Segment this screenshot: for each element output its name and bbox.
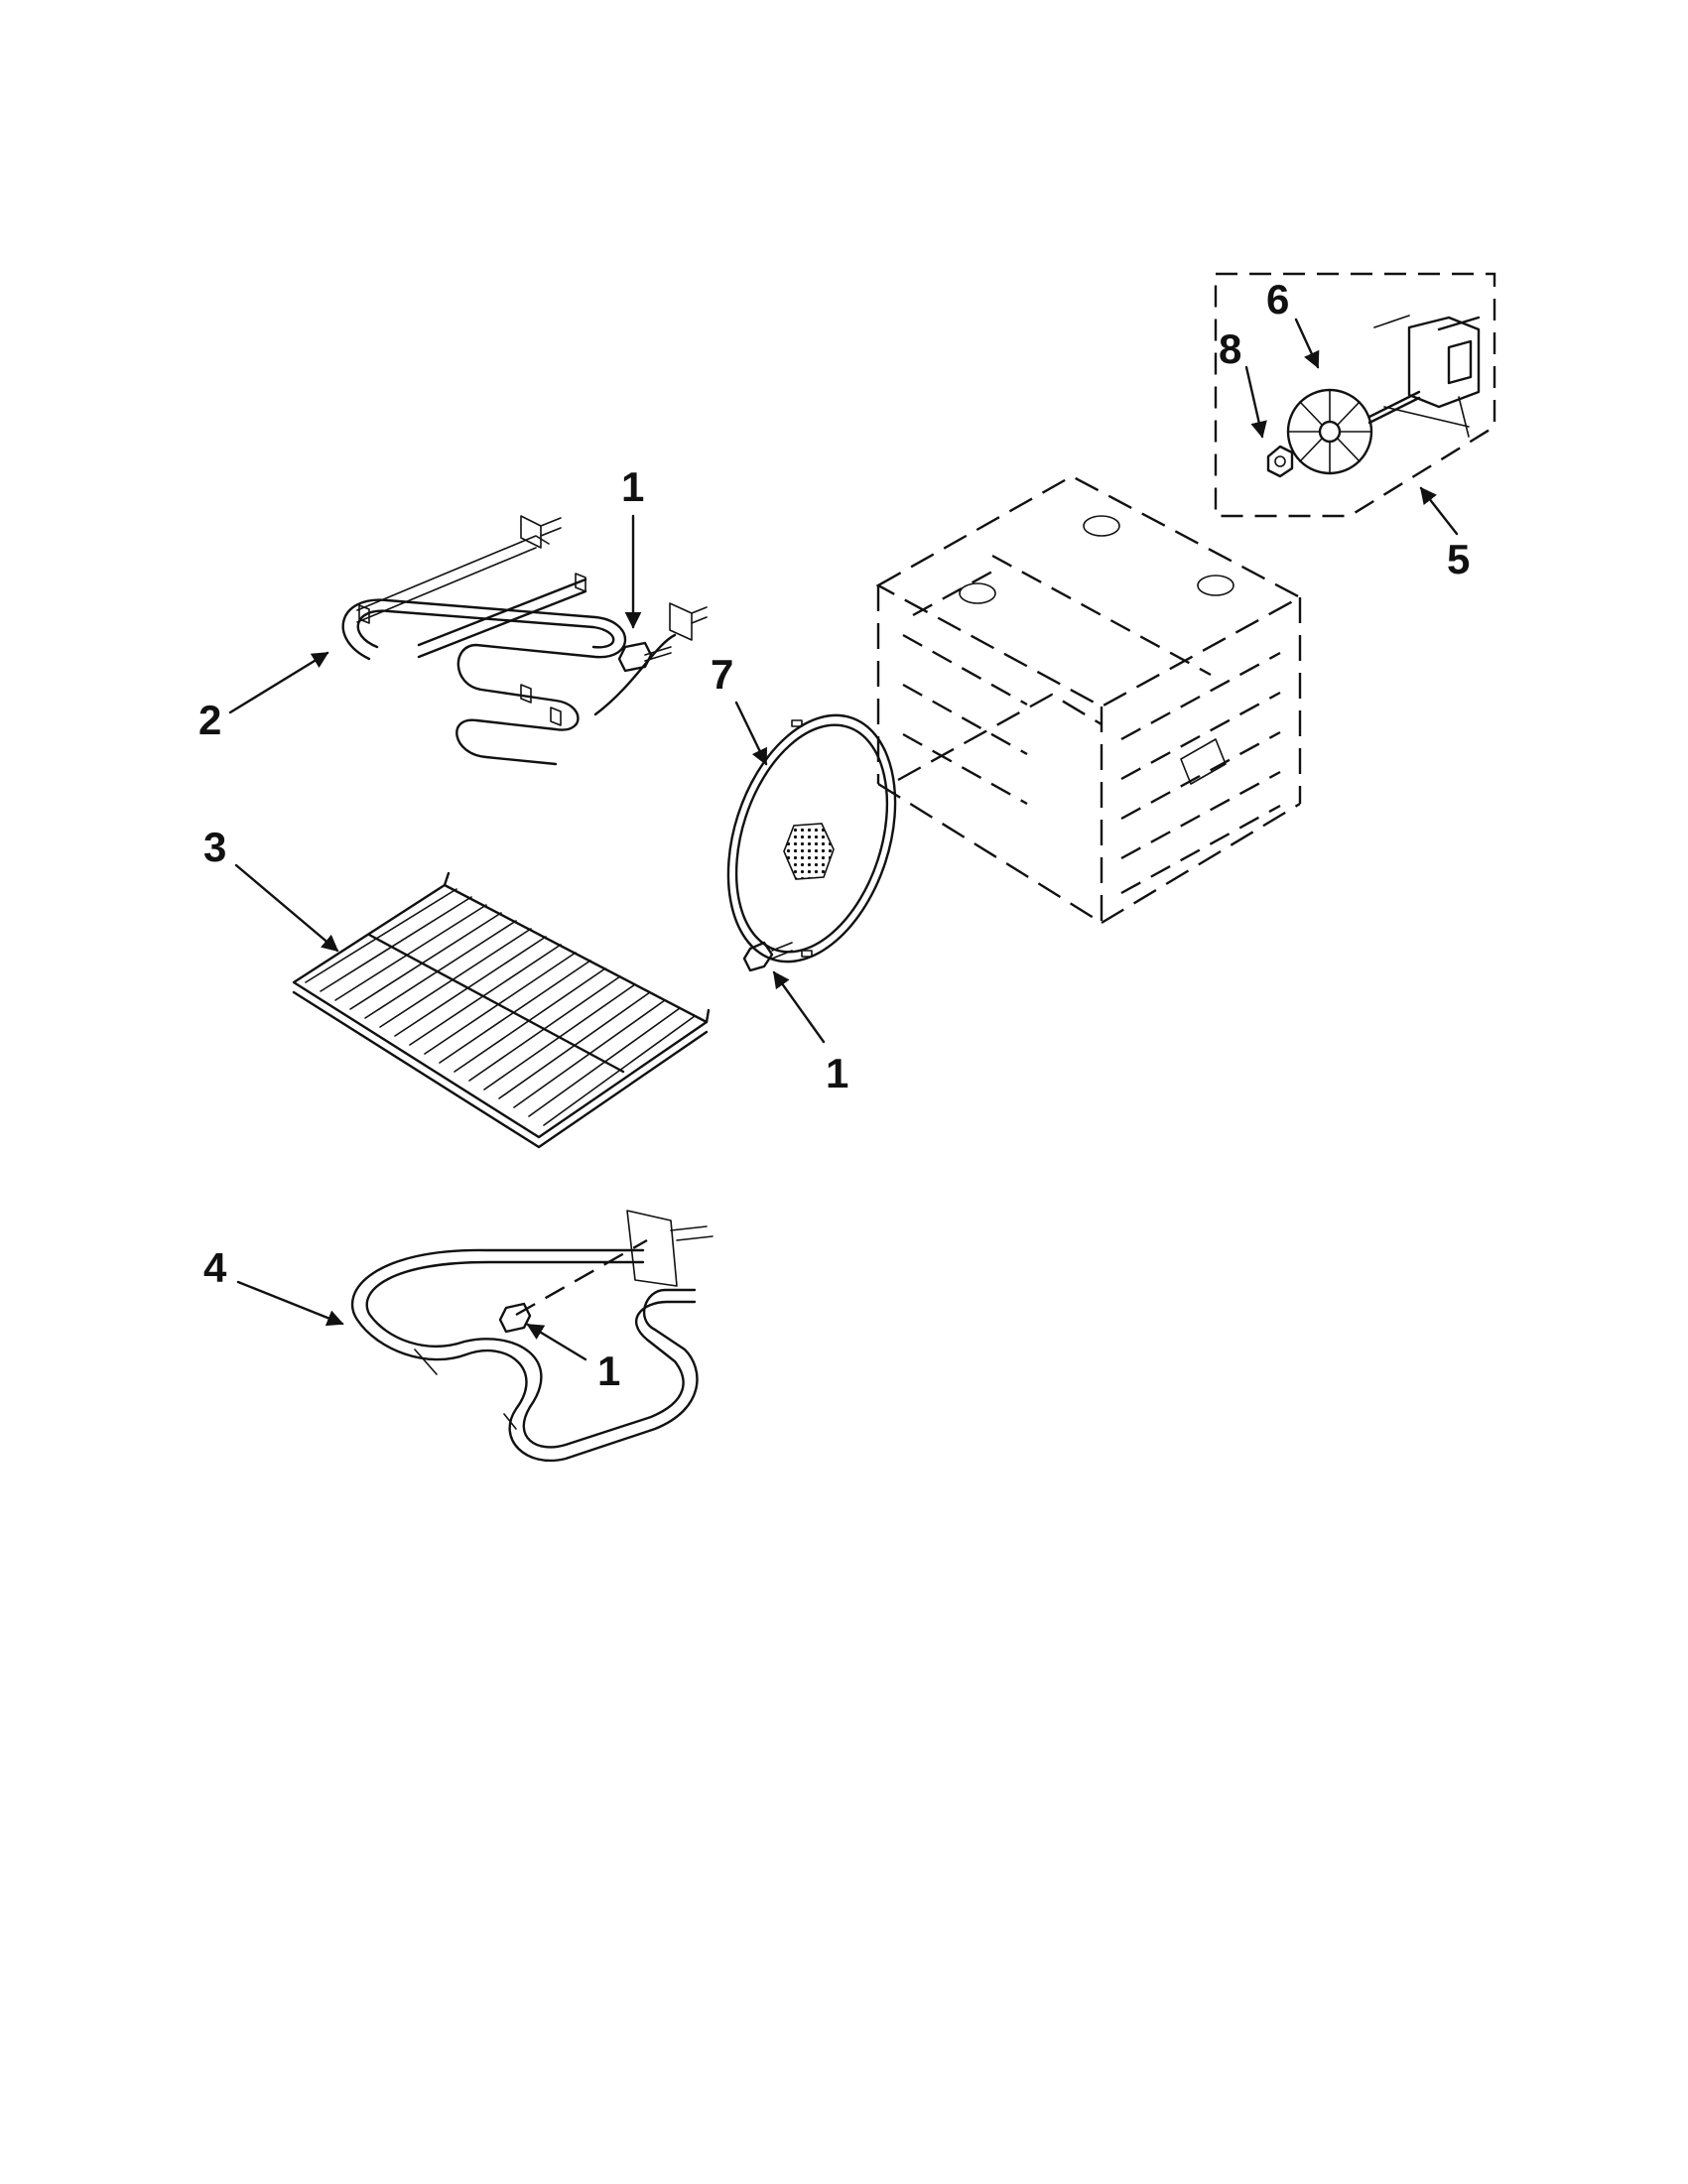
- leader-1-mid: [772, 970, 826, 1044]
- leader-lines: [228, 318, 1459, 1361]
- fan-motor-assembly-group: [1214, 272, 1496, 518]
- leader-5: [1419, 486, 1459, 536]
- callout-1-bottom: 1: [597, 1348, 620, 1394]
- callout-5: 5: [1447, 536, 1470, 582]
- screw-fan-cover: [742, 941, 793, 972]
- bake-element: [351, 1210, 714, 1462]
- fan-motor: [1367, 315, 1481, 438]
- leader-4: [236, 1280, 344, 1327]
- callout-3: 3: [203, 824, 226, 870]
- fan-nut: [1266, 445, 1294, 478]
- oven-rack: [292, 871, 711, 1149]
- fan-blade: [1286, 388, 1373, 475]
- leader-3: [234, 863, 339, 953]
- oven-cavity: [875, 474, 1303, 925]
- leader-1-bottom: [526, 1323, 587, 1361]
- leader-2: [228, 651, 329, 714]
- broil-element: [341, 515, 708, 766]
- leader-8: [1244, 365, 1267, 439]
- callout-labels: 1 2 3 4 1 1 7 5 6 8: [198, 276, 1470, 1394]
- fan-cover: [726, 713, 897, 964]
- leader-6: [1294, 318, 1320, 369]
- screw-top: [617, 641, 672, 673]
- callout-1-top: 1: [621, 463, 644, 510]
- callout-6: 6: [1266, 276, 1289, 322]
- leader-7: [734, 701, 768, 766]
- callout-7: 7: [711, 651, 733, 698]
- callout-4: 4: [203, 1244, 227, 1291]
- callout-2: 2: [198, 697, 221, 743]
- callout-1-mid: 1: [826, 1050, 848, 1096]
- callout-8: 8: [1219, 325, 1241, 372]
